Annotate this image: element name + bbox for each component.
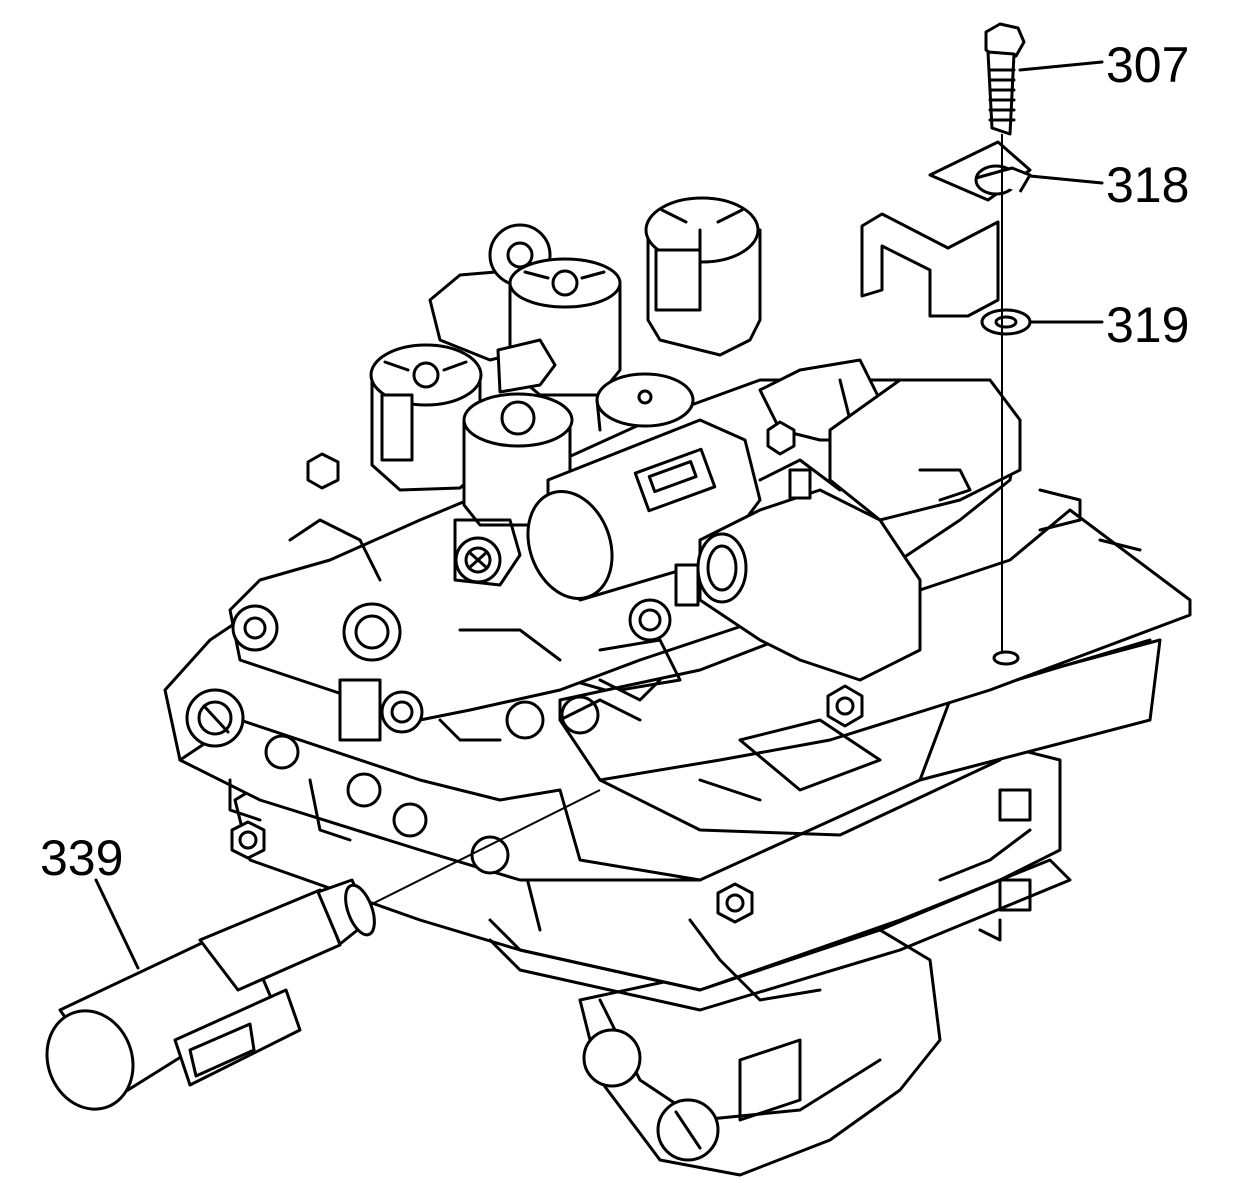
leader-339 [94, 878, 140, 970]
washer-319 [980, 308, 1032, 336]
solenoid-group [306, 196, 1142, 728]
leader-lines [94, 60, 1104, 970]
callout-318: 318 [1106, 157, 1189, 213]
callout-307: 307 [1106, 37, 1189, 93]
solenoid-339 [45, 789, 601, 1111]
leader-307 [1018, 60, 1104, 72]
callout-339: 339 [40, 830, 123, 886]
bolt-307 [984, 22, 1026, 136]
leader-318 [1028, 174, 1104, 185]
bracket [860, 212, 1000, 318]
callout-319: 319 [1106, 297, 1189, 353]
clip-318 [928, 140, 1032, 202]
